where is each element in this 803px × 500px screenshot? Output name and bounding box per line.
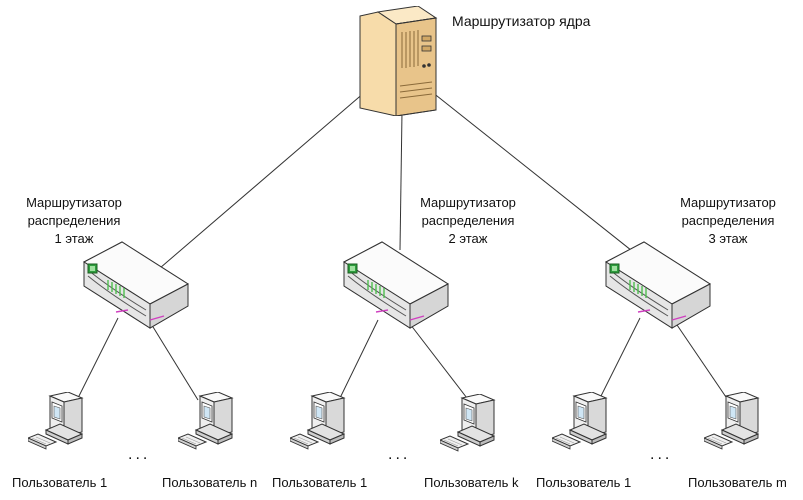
ellipsis-g3: ... — [650, 446, 673, 463]
dist-2-line3: 2 этаж — [448, 231, 488, 246]
link-dist3-user-left — [599, 317, 641, 399]
user-label-g2-right: Пользователь k — [424, 475, 519, 490]
dist-router-label-3: Маршрутизатор распределения 3 этаж — [658, 194, 798, 248]
router-icon-floor-2 — [343, 241, 449, 329]
dist-1-line3: 1 этаж — [54, 231, 94, 246]
pc-icon-group2-right — [440, 394, 495, 452]
pc-icon-group2-left — [290, 392, 345, 450]
dist-3-line3: 3 этаж — [708, 231, 748, 246]
server-tower-icon — [359, 6, 437, 116]
user-label-g1-right: Пользователь n — [162, 475, 258, 490]
ellipsis-g2: ... — [388, 446, 411, 463]
link-dist1-user-right — [149, 321, 199, 401]
user-label-g2-left: Пользователь 1 — [272, 475, 368, 490]
dist-3-line2: распределения — [681, 213, 775, 228]
router-icon-floor-3 — [605, 241, 711, 329]
dist-router-label-2: Маршрутизатор распределения 2 этаж — [398, 194, 538, 248]
ellipsis-g1: ... — [128, 446, 151, 463]
dist-3-line1: Маршрутизатор — [680, 195, 776, 210]
pc-icon-group3-right — [704, 392, 759, 450]
user-links — [77, 317, 729, 403]
dist-router-label-1: Маршрутизатор распределения 1 этаж — [4, 194, 144, 248]
link-dist2-user-left — [339, 319, 379, 399]
pc-icon-group1-left — [28, 392, 83, 450]
link-core-dist-3 — [431, 91, 647, 263]
link-dist2-user-right — [409, 323, 471, 403]
dist-1-line2: распределения — [27, 213, 121, 228]
core-links — [159, 91, 647, 269]
link-dist1-user-left — [77, 317, 119, 399]
pc-icon-group3-left — [552, 392, 607, 450]
user-label-g1-left: Пользователь 1 — [12, 475, 108, 490]
user-label-g3-right: Пользователь m — [688, 475, 787, 490]
user-label-g3-left: Пользователь 1 — [536, 475, 632, 490]
core-router-label: Маршрутизатор ядра — [452, 13, 591, 29]
link-dist3-user-right — [674, 321, 729, 401]
link-core-dist-1 — [159, 91, 366, 269]
dist-2-line2: распределения — [421, 213, 515, 228]
dist-2-line1: Маршрутизатор — [420, 195, 516, 210]
pc-icon-group1-right — [178, 392, 233, 450]
router-icon-floor-1 — [83, 241, 189, 329]
dist-1-line1: Маршрутизатор — [26, 195, 122, 210]
link-core-dist-2 — [399, 111, 403, 251]
